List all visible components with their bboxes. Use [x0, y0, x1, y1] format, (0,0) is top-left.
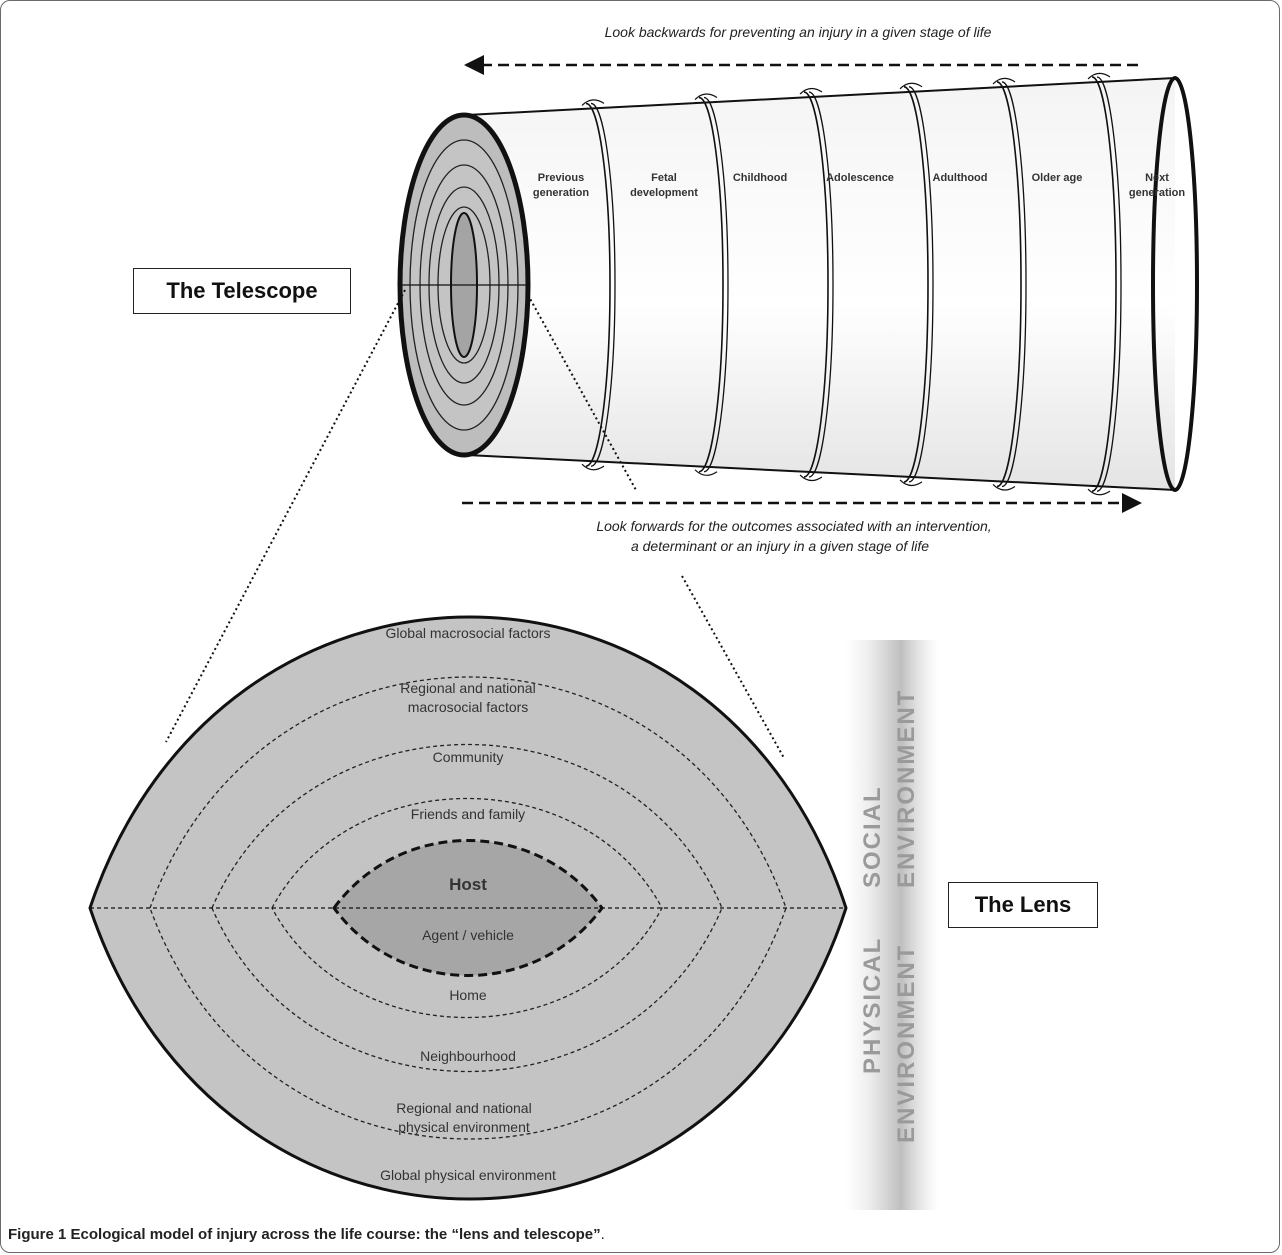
- layer-global-physical: Global physical environment: [380, 1167, 556, 1183]
- layer-regional-macrosocial-line2: macrosocial factors: [408, 699, 529, 715]
- telescope-segment-ring: [992, 77, 1027, 491]
- layer-regional-macrosocial-line1: Regional and national: [400, 680, 535, 696]
- telescope: Previous generation Fetal development Childh…: [397, 72, 1199, 496]
- host-label: Host: [449, 875, 487, 894]
- layer-home: Home: [449, 987, 487, 1003]
- telescope-segment-ring: [799, 87, 834, 482]
- stage-label-line2: development: [630, 187, 698, 199]
- layer-regional-physical-line1: Regional and national: [396, 1100, 531, 1116]
- stage-label-line2: generation: [533, 187, 590, 199]
- lens: [88, 615, 848, 1201]
- telescope-segment-ring: [694, 93, 729, 476]
- environment-band: [846, 640, 938, 1210]
- layer-friends-family: Friends and family: [411, 806, 525, 822]
- layer-global-macrosocial: Global macrosocial factors: [386, 625, 551, 641]
- stage-label-line2: generation: [1129, 187, 1186, 199]
- telescope-label: The Telescope: [133, 268, 351, 314]
- caption-bold: Figure 1 Ecological model of injury acro…: [8, 1226, 601, 1243]
- layer-regional-physical-line2: physical environment: [398, 1119, 530, 1135]
- stage-label-line1: Adolescence: [826, 172, 894, 184]
- connector-left: [165, 289, 406, 743]
- telescope-segment-ring: [899, 82, 934, 486]
- telescope-front-face: [397, 112, 531, 458]
- telescope-segment-ring: [581, 99, 616, 471]
- stage-label-line1: Adulthood: [933, 172, 988, 184]
- telescope-far-end: [1151, 76, 1199, 492]
- lens-label: The Lens: [948, 882, 1098, 928]
- telescope-segment-ring: [1087, 72, 1122, 496]
- caption-end: .: [600, 1226, 605, 1243]
- backward-arrow-text: Look backwards for preventing an injury …: [605, 24, 992, 40]
- connector-right-upper: [527, 294, 637, 491]
- social-env-line2: ENVIRONMENT: [893, 689, 920, 888]
- layer-neighbourhood: Neighbourhood: [420, 1048, 516, 1064]
- physical-env-line2: ENVIRONMENT: [893, 944, 920, 1143]
- physical-env-line1: PHYSICAL: [859, 937, 886, 1074]
- forward-arrow-text-line1: Look forwards for the outcomes associate…: [596, 518, 991, 534]
- stage-label-line1: Older age: [1032, 172, 1083, 184]
- agent-vehicle-label: Agent / vehicle: [422, 927, 514, 943]
- stage-label-line1: Childhood: [733, 172, 787, 184]
- stage-label-line1: Previous: [538, 172, 584, 184]
- forward-arrow-text-line2: a determinant or an injury in a given st…: [631, 538, 929, 554]
- figure-caption: Figure 1 Ecological model of injury acro…: [8, 1226, 605, 1243]
- stage-label-line1: Next: [1145, 172, 1169, 184]
- social-env-line1: SOCIAL: [859, 785, 886, 888]
- layer-community: Community: [433, 749, 504, 765]
- stage-label-line1: Fetal: [651, 172, 677, 184]
